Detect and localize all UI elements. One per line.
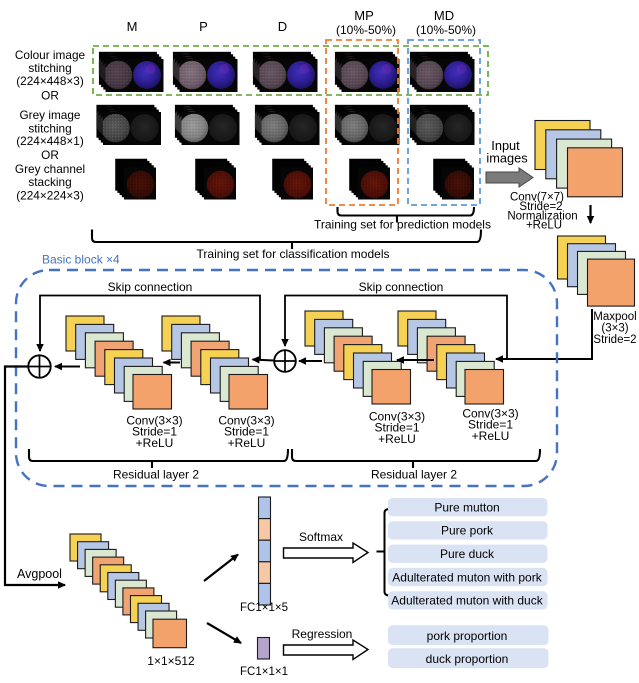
svg-text:Maxpool: Maxpool [593,311,636,323]
svg-text:(224×448×1): (224×448×1) [16,134,84,148]
svg-text:Stride=1: Stride=1 [468,418,513,432]
svg-text:FC1×1×1: FC1×1×1 [240,666,288,678]
svg-text:Residual layer 2: Residual layer 2 [113,468,199,482]
svg-text:Basic block ×4: Basic block ×4 [42,253,120,267]
svg-text:Stride=2: Stride=2 [519,201,562,213]
svg-text:stitching: stitching [28,61,71,75]
svg-text:M: M [127,19,138,34]
svg-text:Grey channel: Grey channel [15,162,85,176]
svg-text:Input: Input [491,138,520,153]
svg-text:Adulterated muton with duck: Adulterated muton with duck [391,594,543,608]
svg-text:Pure pork: Pure pork [441,524,494,538]
svg-text:Normalization: Normalization [507,211,577,223]
svg-text:(10%-50%): (10%-50%) [416,23,476,37]
svg-text:(3×3): (3×3) [601,323,628,335]
svg-text:images: images [486,151,527,166]
svg-text:OR: OR [41,89,59,103]
svg-text:Training set for classificatio: Training set for classification models [197,247,390,261]
svg-text:Residual layer 2: Residual layer 2 [371,468,457,482]
svg-text:+ReLU: +ReLU [378,432,416,446]
svg-text:Grey image: Grey image [20,108,81,122]
svg-text:1×1×512: 1×1×512 [147,654,195,668]
svg-text:+ReLU: +ReLU [472,429,510,443]
svg-text:FC1×1×5: FC1×1×5 [240,602,288,614]
svg-text:Conv(3×3): Conv(3×3) [218,414,274,428]
svg-text:+ReLU: +ReLU [228,436,266,450]
svg-text:Regression: Regression [292,627,353,641]
svg-text:Conv(7×7): Conv(7×7) [510,192,564,204]
svg-text:Skip connection: Skip connection [359,280,444,294]
svg-text:duck proportion: duck proportion [426,652,509,666]
svg-text:OR: OR [41,148,59,162]
svg-text:Softmax: Softmax [299,530,343,544]
svg-text:(10%-50%): (10%-50%) [336,23,396,37]
svg-text:Conv(3×3): Conv(3×3) [369,410,425,424]
svg-text:+ReLU: +ReLU [526,220,562,232]
svg-text:MD: MD [434,8,454,23]
svg-text:Stride=1: Stride=1 [132,425,177,439]
svg-text:Adulterated muton with pork: Adulterated muton with pork [392,570,542,584]
svg-text:pork proportion: pork proportion [427,629,508,643]
svg-text:Training set for prediction mo: Training set for prediction models [314,218,491,232]
svg-text:Conv(3×3): Conv(3×3) [462,407,518,421]
svg-text:Avgpool: Avgpool [17,567,62,581]
svg-text:Stride=1: Stride=1 [224,425,269,439]
svg-text:MP: MP [354,8,374,23]
svg-text:Pure duck: Pure duck [440,547,495,561]
svg-text:Stride=1: Stride=1 [374,421,419,435]
svg-text:(224×224×3): (224×224×3) [16,189,84,203]
svg-text:D: D [278,19,287,34]
svg-text:Conv(3×3): Conv(3×3) [126,414,182,428]
svg-text:Pure mutton: Pure mutton [434,500,499,514]
svg-text:+ReLU: +ReLU [136,436,174,450]
svg-text:stitching: stitching [28,122,71,136]
svg-text:stacking: stacking [28,175,71,189]
svg-text:Stride=2: Stride=2 [593,334,636,346]
svg-text:(224×448×3): (224×448×3) [16,74,84,88]
svg-text:P: P [199,19,208,34]
svg-text:Skip connection: Skip connection [108,280,193,294]
svg-text:Colour image: Colour image [15,48,86,62]
